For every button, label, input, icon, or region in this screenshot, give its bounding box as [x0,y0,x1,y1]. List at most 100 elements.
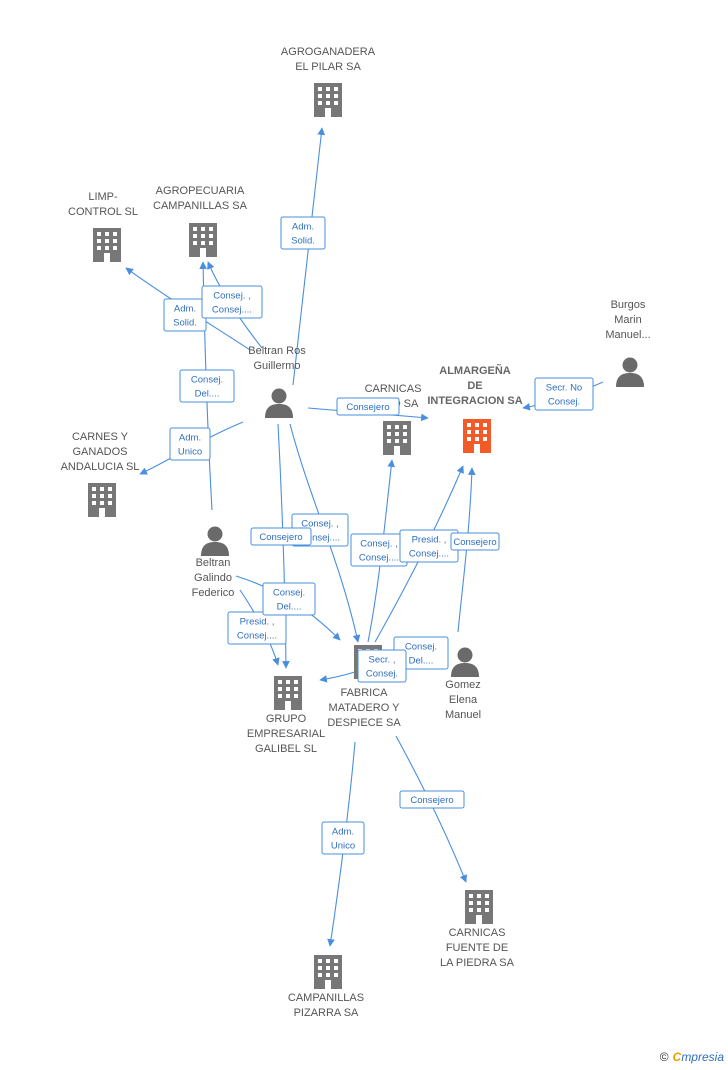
building-icon[interactable] [314,83,342,117]
node-label: Burgos [611,299,646,311]
role-label-text: Adm. [179,433,201,444]
edge-gomez-almargena [457,467,476,633]
building-icon[interactable] [189,223,217,257]
building-icon[interactable] [93,228,121,262]
role-label-box[interactable] [321,821,365,855]
person-icon[interactable] [451,647,479,678]
node-label: AGROGANADERA [281,46,376,58]
role-label[interactable]: Consejero [450,532,500,551]
role-label-text: Consej. [366,669,398,680]
node-label: FABRICA [340,687,388,699]
role-label-box[interactable] [201,285,263,319]
role-label-text: Consej.... [300,533,340,544]
role-label[interactable]: Presid. , Consej.... [399,529,459,563]
role-label-box[interactable] [262,582,316,616]
role-label-text: Consejero [453,537,496,548]
node-limp[interactable]: LIMP-CONTROL SL [68,191,138,262]
role-label-box[interactable] [250,527,312,546]
role-label-text: Unico [178,447,202,458]
role-label-text: Consejero [410,795,453,806]
person-icon[interactable] [201,526,229,557]
node-label: PIZARRA SA [294,1007,359,1019]
node-label: Marin [614,314,642,326]
role-label-box[interactable] [450,532,500,551]
role-label-text: Consej. , [301,519,339,530]
node-label: EL PILAR SA [295,61,361,73]
role-label-box[interactable] [227,611,287,645]
copyright-symbol: © [659,1050,669,1064]
node-label: LA PIEDRA SA [440,957,515,969]
role-label[interactable]: Adm. Unico [169,427,211,461]
role-label-box[interactable] [179,369,235,403]
role-label[interactable]: Adm.Unico [321,821,365,855]
role-label[interactable]: Consej.Del.... [262,582,316,616]
node-label: GALIBEL SL [255,743,317,755]
role-label[interactable]: Adm.Solid. [163,298,207,332]
role-label-text: Consej.... [359,553,399,564]
role-label-text: Del.... [409,656,434,667]
node-label: CONTROL SL [68,206,138,218]
node-label: FUENTE DE [446,942,508,954]
building-icon[interactable] [465,890,493,924]
role-label[interactable]: Presid. ,Consej.... [227,611,287,645]
building-icon[interactable] [463,419,491,453]
role-label-text: Consej. , [213,291,251,302]
node-burgos[interactable]: BurgosMarinManuel... [605,299,651,388]
role-label-text: Consej. [191,375,223,386]
role-label-text: Consej. [548,397,580,408]
role-label-box[interactable] [169,427,211,461]
node-label: Beltran Ros [248,345,306,357]
role-label-box[interactable] [357,649,407,683]
role-label-text: Consej. [405,642,437,653]
role-label-text: Consej.... [237,631,277,642]
building-icon[interactable] [274,676,302,710]
role-label[interactable]: Consej. ,Consej.... [201,285,263,319]
role-label-box[interactable] [399,790,465,809]
role-label-box[interactable] [336,397,400,416]
node-label: CAMPANILLAS SA [153,200,248,212]
person-icon[interactable] [265,388,293,419]
role-label[interactable]: Consej. ,Consej.... [350,533,408,567]
role-label[interactable]: Consejero [336,397,400,416]
role-label-text: Presid. , [412,535,447,546]
node-agroganadera[interactable]: AGROGANADERA EL PILAR SA [281,46,376,117]
role-label[interactable]: Secr. ,Consej. [357,649,407,683]
building-icon[interactable] [383,421,411,455]
brand-initial: C [672,1050,682,1064]
node-label: Guillermo [253,360,300,372]
role-label-box[interactable] [534,377,594,411]
node-carnicas_x[interactable]: CARNICAS...ERO SA [365,383,422,455]
role-label-text: Unico [331,841,355,852]
node-label: Federico [192,587,235,599]
role-label-text: Adm. [292,222,314,233]
node-label: GRUPO [266,713,307,725]
node-label: ANDALUCIA SL [61,461,140,473]
role-label[interactable]: Consejero [250,527,312,546]
person-icon[interactable] [616,357,644,388]
role-label-text: Consej.... [409,549,449,560]
role-label[interactable]: Consejero [399,790,465,809]
role-label[interactable]: Consej.Del.... [179,369,235,403]
building-icon[interactable] [314,955,342,989]
node-label: DE [467,380,482,392]
building-icon[interactable] [88,483,116,517]
edge-beltran_ros-agroganadera [292,127,326,386]
footer-brand: ©Cmpresia [660,1050,724,1064]
node-label: Gomez [445,679,480,691]
role-label-box[interactable] [280,216,326,250]
role-label[interactable]: Adm. Solid. [280,216,326,250]
role-label-text: Solid. [291,236,315,247]
